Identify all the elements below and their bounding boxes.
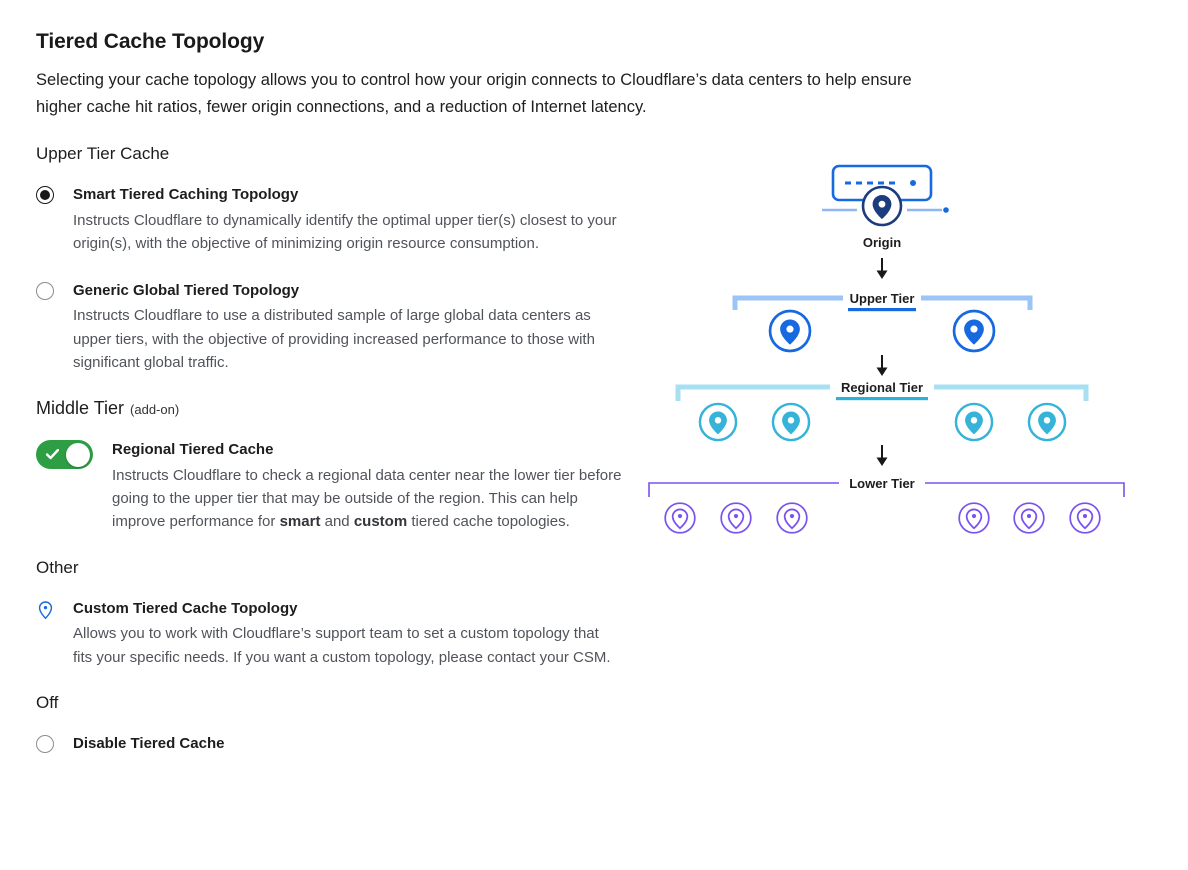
regional-tier-label: Regional Tier bbox=[841, 380, 923, 395]
content-row: Upper Tier Cache Smart Tiered Caching To… bbox=[36, 120, 1152, 778]
section-heading-other: Other bbox=[36, 557, 79, 577]
option-description: Instructs Cloudflare to dynamically iden… bbox=[73, 212, 617, 253]
lower-tier-bracket-left bbox=[648, 482, 839, 498]
section-heading-off: Off bbox=[36, 692, 59, 712]
option-custom-tiered-cache: Custom Tiered Cache Topology Allows you … bbox=[36, 598, 636, 669]
location-pin-icon bbox=[954, 403, 994, 442]
option-text: Disable Tiered Cache bbox=[73, 733, 224, 755]
location-pin-icon bbox=[698, 403, 738, 442]
option-text: Smart Tiered Caching Topology Instructs … bbox=[73, 184, 618, 255]
location-pin-icon bbox=[720, 502, 752, 535]
option-label: Generic Global Tiered Topology bbox=[73, 281, 300, 299]
option-text: Regional Tiered Cache Instructs Cloudfla… bbox=[112, 439, 632, 534]
flow-arrow-down-icon bbox=[876, 445, 888, 467]
location-pin-icon bbox=[771, 403, 811, 442]
option-label: Custom Tiered Cache Topology bbox=[73, 599, 298, 617]
tiered-cache-settings-page: Tiered Cache Topology Selecting your cac… bbox=[36, 30, 1152, 778]
origin-server-icon bbox=[822, 165, 949, 214]
option-description: Instructs Cloudflare to check a regional… bbox=[112, 464, 632, 534]
desc-text: tiered cache topologies. bbox=[407, 513, 570, 531]
desc-text: Instructs Cloudflare to check a regional… bbox=[112, 466, 622, 531]
regional-tiered-cache-toggle[interactable] bbox=[36, 440, 93, 470]
option-text: Custom Tiered Cache Topology Allows you … bbox=[73, 598, 618, 669]
section-heading-text: Middle Tier bbox=[36, 398, 125, 419]
page-title: Tiered Cache Topology bbox=[36, 30, 265, 53]
location-pin-icon bbox=[1027, 403, 1067, 442]
desc-bold-custom: custom bbox=[353, 513, 408, 531]
upper-tier-label: Upper Tier bbox=[850, 291, 915, 306]
option-regional-tiered-cache: Regional Tiered Cache Instructs Cloudfla… bbox=[36, 439, 636, 534]
regional-tier-bracket-left bbox=[675, 384, 830, 402]
flow-arrow-down-icon bbox=[876, 258, 888, 280]
location-pin-icon bbox=[1013, 502, 1045, 535]
option-text: Generic Global Tiered Topology Instructs… bbox=[73, 280, 618, 375]
location-pin-icon bbox=[768, 310, 812, 353]
option-disable-tiered-cache: Disable Tiered Cache bbox=[36, 733, 636, 755]
topology-diagram: Origin Upper Tier Regio bbox=[648, 165, 1125, 535]
regional-tier-underline bbox=[836, 397, 928, 401]
upper-tier-bracket-right bbox=[921, 295, 1033, 311]
radio-smart-tiered-caching[interactable] bbox=[36, 186, 54, 205]
option-label: Regional Tiered Cache bbox=[112, 441, 274, 459]
option-description: Allows you to work with Cloudflare’s sup… bbox=[73, 625, 611, 666]
desc-bold-smart: smart bbox=[279, 513, 321, 531]
options-column: Upper Tier Cache Smart Tiered Caching To… bbox=[36, 120, 636, 778]
section-heading-middle-tier: Middle Tier (add-on) bbox=[36, 398, 636, 419]
origin-pin-icon bbox=[861, 186, 903, 227]
section-heading-suffix: (add-on) bbox=[130, 402, 180, 418]
option-label: Disable Tiered Cache bbox=[73, 734, 225, 752]
upper-tier-bracket-left bbox=[732, 295, 843, 311]
page-description: Selecting your cache topology allows you… bbox=[36, 71, 912, 116]
check-icon bbox=[46, 449, 59, 460]
location-pin-icon bbox=[1069, 502, 1101, 535]
lower-tier-bracket-right bbox=[925, 482, 1125, 498]
lower-tier-label: Lower Tier bbox=[849, 476, 915, 491]
location-pin-icon bbox=[664, 502, 696, 535]
option-description: Instructs Cloudflare to use a distribute… bbox=[73, 307, 595, 371]
origin-label: Origin bbox=[863, 235, 901, 250]
location-pin-icon bbox=[958, 502, 990, 535]
location-pin-icon bbox=[38, 600, 53, 619]
regional-tier-bracket-right bbox=[934, 384, 1089, 402]
option-generic-global-tiered: Generic Global Tiered Topology Instructs… bbox=[36, 280, 636, 375]
upper-tier-underline bbox=[848, 308, 916, 312]
section-heading-upper-tier-cache: Upper Tier Cache bbox=[36, 144, 170, 164]
location-pin-icon bbox=[776, 502, 808, 535]
toggle-knob bbox=[66, 442, 90, 467]
location-pin-icon bbox=[952, 310, 996, 353]
diagram-column: Origin Upper Tier Regio bbox=[636, 120, 1152, 560]
option-label: Smart Tiered Caching Topology bbox=[73, 186, 299, 204]
option-smart-tiered-caching: Smart Tiered Caching Topology Instructs … bbox=[36, 184, 636, 255]
desc-text: and bbox=[320, 513, 354, 531]
radio-disable-tiered-cache[interactable] bbox=[36, 734, 54, 753]
flow-arrow-down-icon bbox=[876, 355, 888, 377]
radio-generic-global-tiered[interactable] bbox=[36, 281, 54, 300]
